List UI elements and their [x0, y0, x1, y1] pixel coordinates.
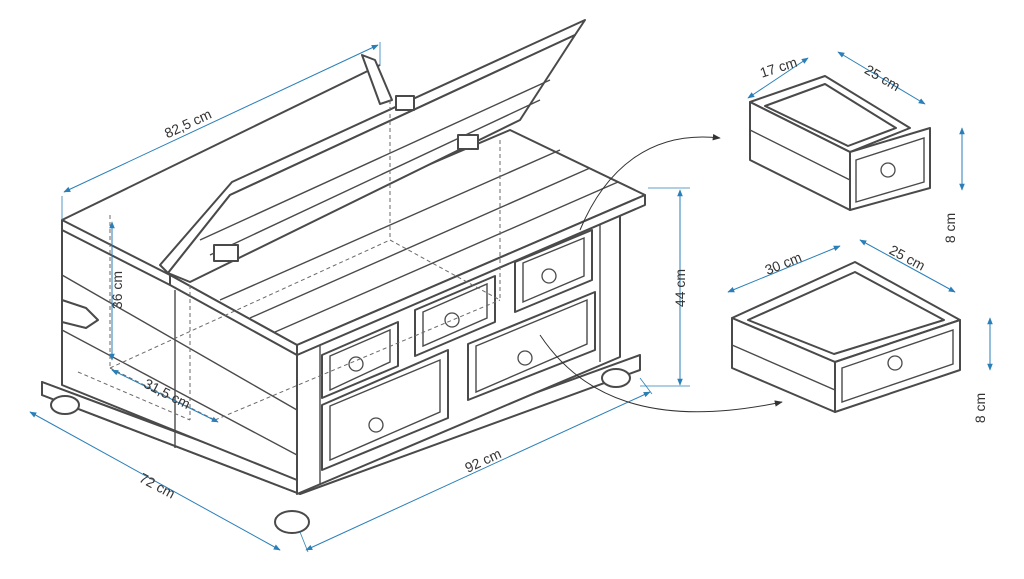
- arrow-callout-icon: [579, 134, 721, 231]
- drawer-front: [467, 291, 596, 401]
- dim-height-inner: 36 cm: [109, 271, 125, 309]
- lid-hinge-icon: [213, 244, 239, 262]
- dim-small-drawer-width: 17 cm: [758, 54, 799, 81]
- dim-large-drawer-depth: 25 cm: [887, 242, 928, 274]
- dim-depth-total: 72 cm: [137, 470, 178, 502]
- pull-handle-icon: [444, 312, 460, 328]
- foot-front: [274, 510, 310, 534]
- foot-left: [50, 395, 80, 415]
- pull-handle-icon: [348, 356, 364, 372]
- pull-handle-icon: [517, 350, 533, 366]
- lid-hinge-icon: [395, 95, 415, 111]
- lid-hinge-icon: [361, 54, 393, 105]
- foot-right: [601, 368, 631, 388]
- pull-handle-icon: [880, 162, 896, 178]
- pull-handle-icon: [368, 417, 384, 433]
- dim-small-drawer-height: 8 cm: [942, 213, 958, 243]
- lid-hinge-icon: [457, 134, 479, 150]
- small-drawer: 17 cm 25 cm 8 cm: [747, 51, 965, 243]
- dim-height-total: 44 cm: [672, 269, 688, 307]
- dim-small-drawer-depth: 25 cm: [862, 61, 903, 94]
- arrow-callout-icon: [539, 334, 783, 413]
- dim-width-total: 92 cm: [462, 445, 503, 476]
- table-body: [41, 19, 646, 534]
- lid-hinge-icon: [61, 299, 99, 329]
- large-drawer: 30 cm 25 cm 8 cm: [727, 239, 993, 423]
- dim-large-drawer-width: 30 cm: [762, 249, 803, 278]
- dim-large-drawer-height: 8 cm: [972, 393, 988, 423]
- pull-handle-icon: [541, 268, 557, 284]
- pull-handle-icon: [887, 355, 903, 371]
- dim-lid-length: 82,5 cm: [162, 106, 214, 142]
